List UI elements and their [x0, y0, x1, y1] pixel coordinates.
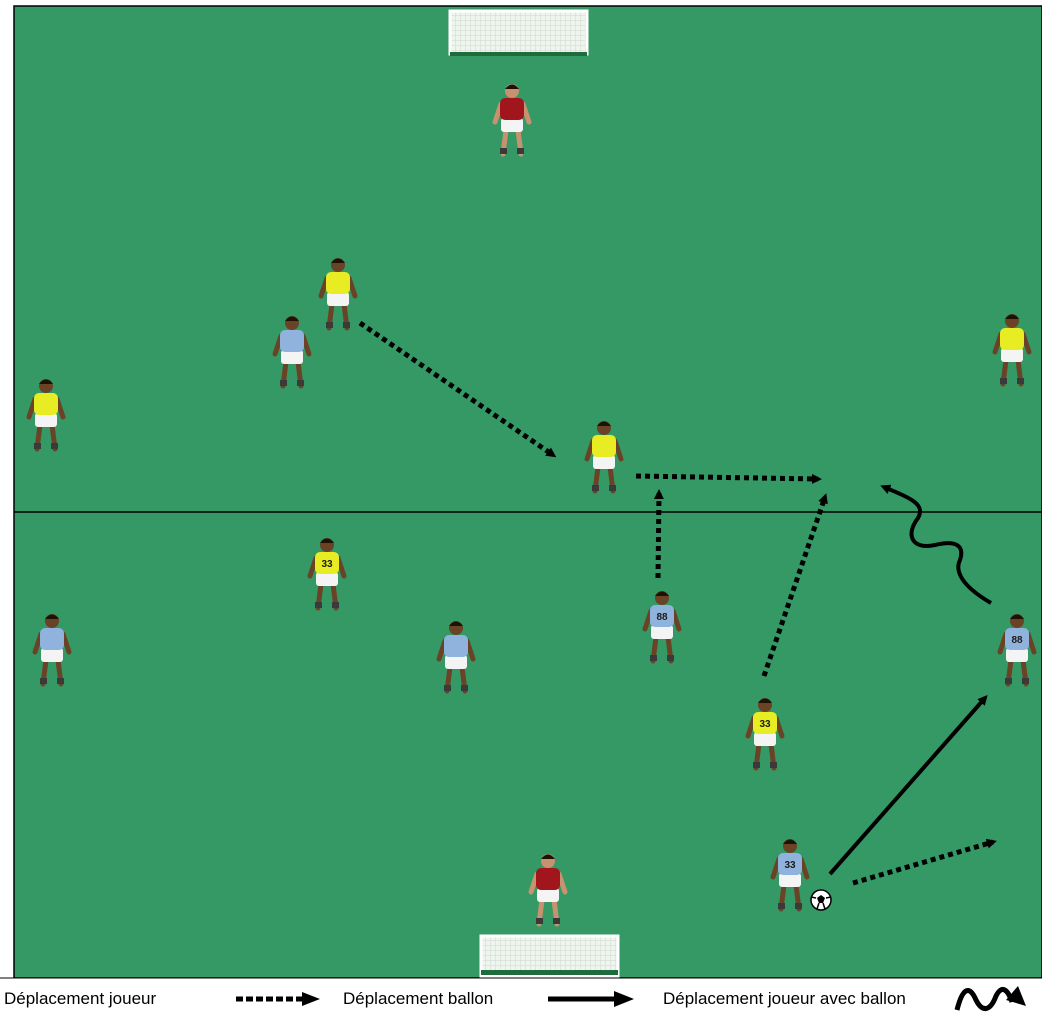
- player-move-arrow: [358, 320, 557, 458]
- pitch: [13, 5, 1042, 979]
- dribble-move-arrow: [880, 484, 993, 605]
- player-blue-icon: [32, 614, 72, 687]
- legend-ball-move-arrow: [548, 991, 634, 1007]
- jersey-number: 88: [1011, 635, 1023, 646]
- player-yellow-icon: [26, 379, 66, 452]
- jersey-number: 88: [656, 612, 668, 623]
- players: 33 88 33 88 33: [26, 84, 1037, 927]
- player-yellow-icon: 33: [745, 698, 785, 771]
- player-blue-icon: [272, 316, 312, 389]
- legend-bar: [0, 978, 1042, 1015]
- top-goal: [448, 9, 589, 56]
- legend-dribble-icon: [954, 986, 1026, 1011]
- player-blue-icon: 33: [770, 839, 810, 912]
- player-yellow-icon: [318, 258, 358, 331]
- legend-ball-move-label: Déplacement ballon: [343, 989, 493, 1008]
- goalkeeper-red-icon: [492, 84, 532, 157]
- player-yellow-icon: 33: [307, 538, 347, 611]
- jersey-number: 33: [759, 719, 771, 730]
- jersey-number: 33: [321, 559, 333, 570]
- player-blue-icon: 88: [642, 591, 682, 664]
- player-move-arrow: [635, 473, 822, 484]
- player-yellow-icon: [992, 314, 1032, 387]
- legend-player-move-label: Déplacement joueur: [4, 989, 156, 1008]
- legend-dribble-label: Déplacement joueur avec ballon: [663, 989, 906, 1008]
- goalkeeper-red-icon: [528, 854, 568, 927]
- player-move-arrow: [852, 838, 997, 886]
- player-blue-icon: 88: [997, 614, 1037, 687]
- ball: [810, 889, 832, 911]
- legend-player-move-arrow: [236, 992, 320, 1006]
- ball-move-arrow: [828, 694, 988, 876]
- bottom-goal: [479, 934, 620, 978]
- jersey-number: 33: [784, 860, 796, 871]
- movement-arrows: [358, 320, 997, 886]
- player-move-arrow: [761, 493, 828, 677]
- player-blue-icon: [436, 621, 476, 694]
- player-yellow-icon: [584, 421, 624, 494]
